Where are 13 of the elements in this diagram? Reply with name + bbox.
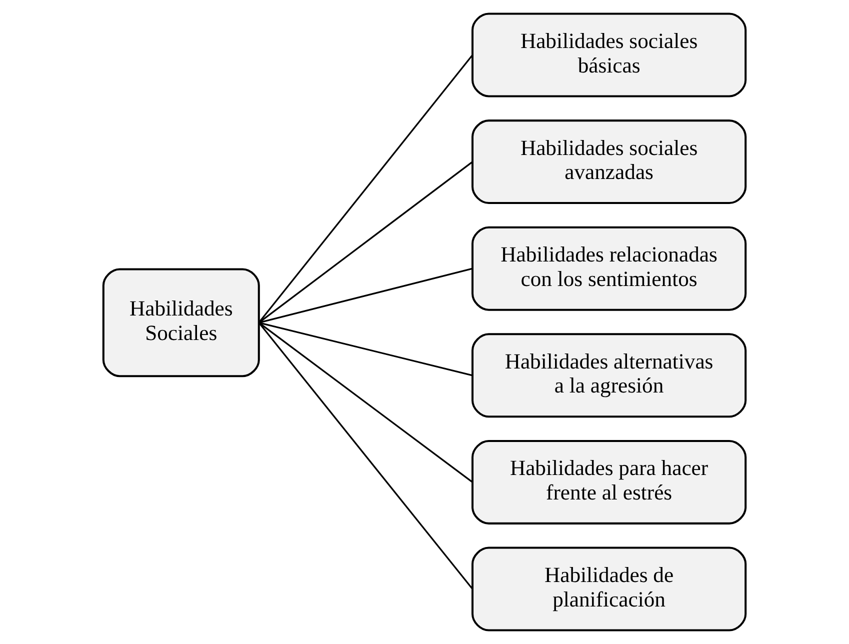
connector: [258, 322, 473, 483]
node-box: Habilidades sociales básicas: [471, 12, 747, 98]
node-box: Habilidades Sociales: [102, 268, 260, 378]
connector: [258, 268, 473, 324]
node-box: Habilidades para hacer frente al estrés: [471, 440, 747, 524]
node-box: Habilidades sociales avanzadas: [471, 120, 747, 204]
connector: [258, 322, 473, 376]
connector: [258, 54, 474, 324]
node-box: Habilidades relacionadas con los sentimientos: [471, 226, 747, 311]
connector: [258, 161, 473, 324]
node-box: Habilidades de planificación: [471, 546, 747, 632]
node-box: Habilidades alternativas a la agresión: [471, 333, 747, 418]
connector: [258, 322, 474, 590]
